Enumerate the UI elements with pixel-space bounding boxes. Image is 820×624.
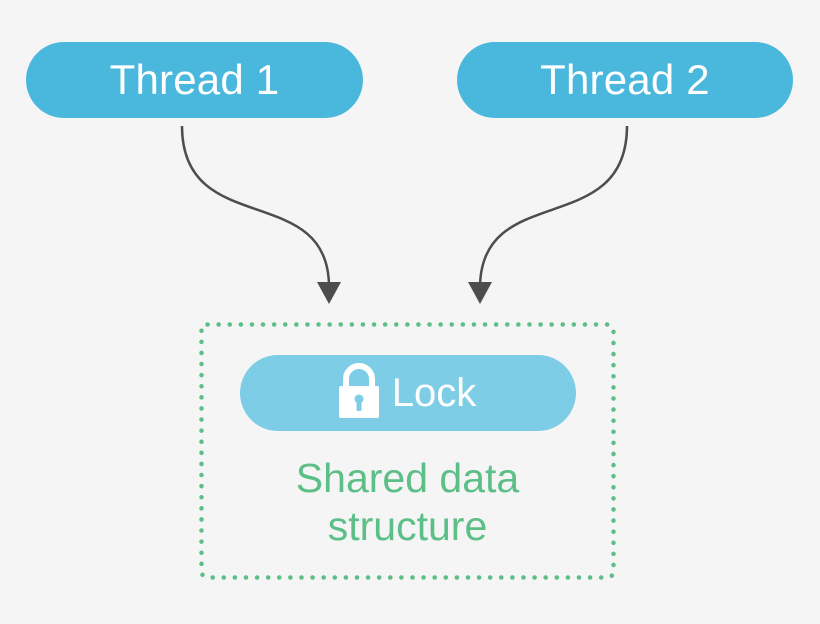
shared-label-line-2: structure [327, 503, 488, 549]
lock-pill: Lock [240, 355, 576, 431]
arrow-thread2-to-shared [478, 125, 629, 289]
padlock-icon [338, 363, 379, 418]
arrowhead-thread2 [468, 282, 492, 304]
shared-data-structure-label: Shared data structure [199, 454, 616, 550]
lock-label: Lock [391, 370, 477, 415]
thread-2-pill: Thread 2 [457, 42, 793, 118]
thread-2-label: Thread 2 [540, 56, 710, 103]
shared-data-structure-box [199, 322, 616, 580]
arrowhead-thread1 [317, 282, 341, 304]
thread-1-label: Thread 1 [109, 56, 280, 103]
thread-1-pill: Thread 1 [26, 42, 363, 118]
arrow-thread1-to-shared [180, 125, 331, 289]
shared-label-line-1: Shared data [295, 455, 520, 501]
